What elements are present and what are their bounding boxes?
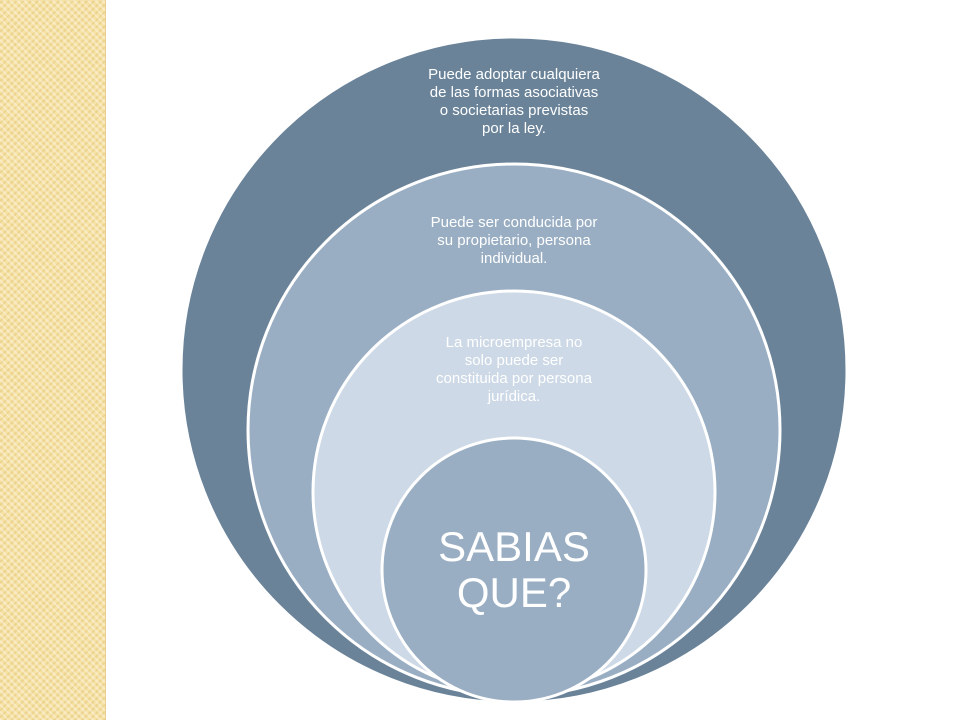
third-ring-label: La microempresa no solo puede ser consti… [436, 334, 592, 405]
decorative-side-strip [0, 0, 106, 720]
center-circle [380, 436, 648, 704]
second-ring-label: Puede ser conducida por su propietario, … [430, 214, 598, 267]
outer-ring-label: Puede adoptar cualquiera de las formas a… [428, 66, 600, 137]
center-label: SABIAS QUE? [438, 523, 590, 616]
